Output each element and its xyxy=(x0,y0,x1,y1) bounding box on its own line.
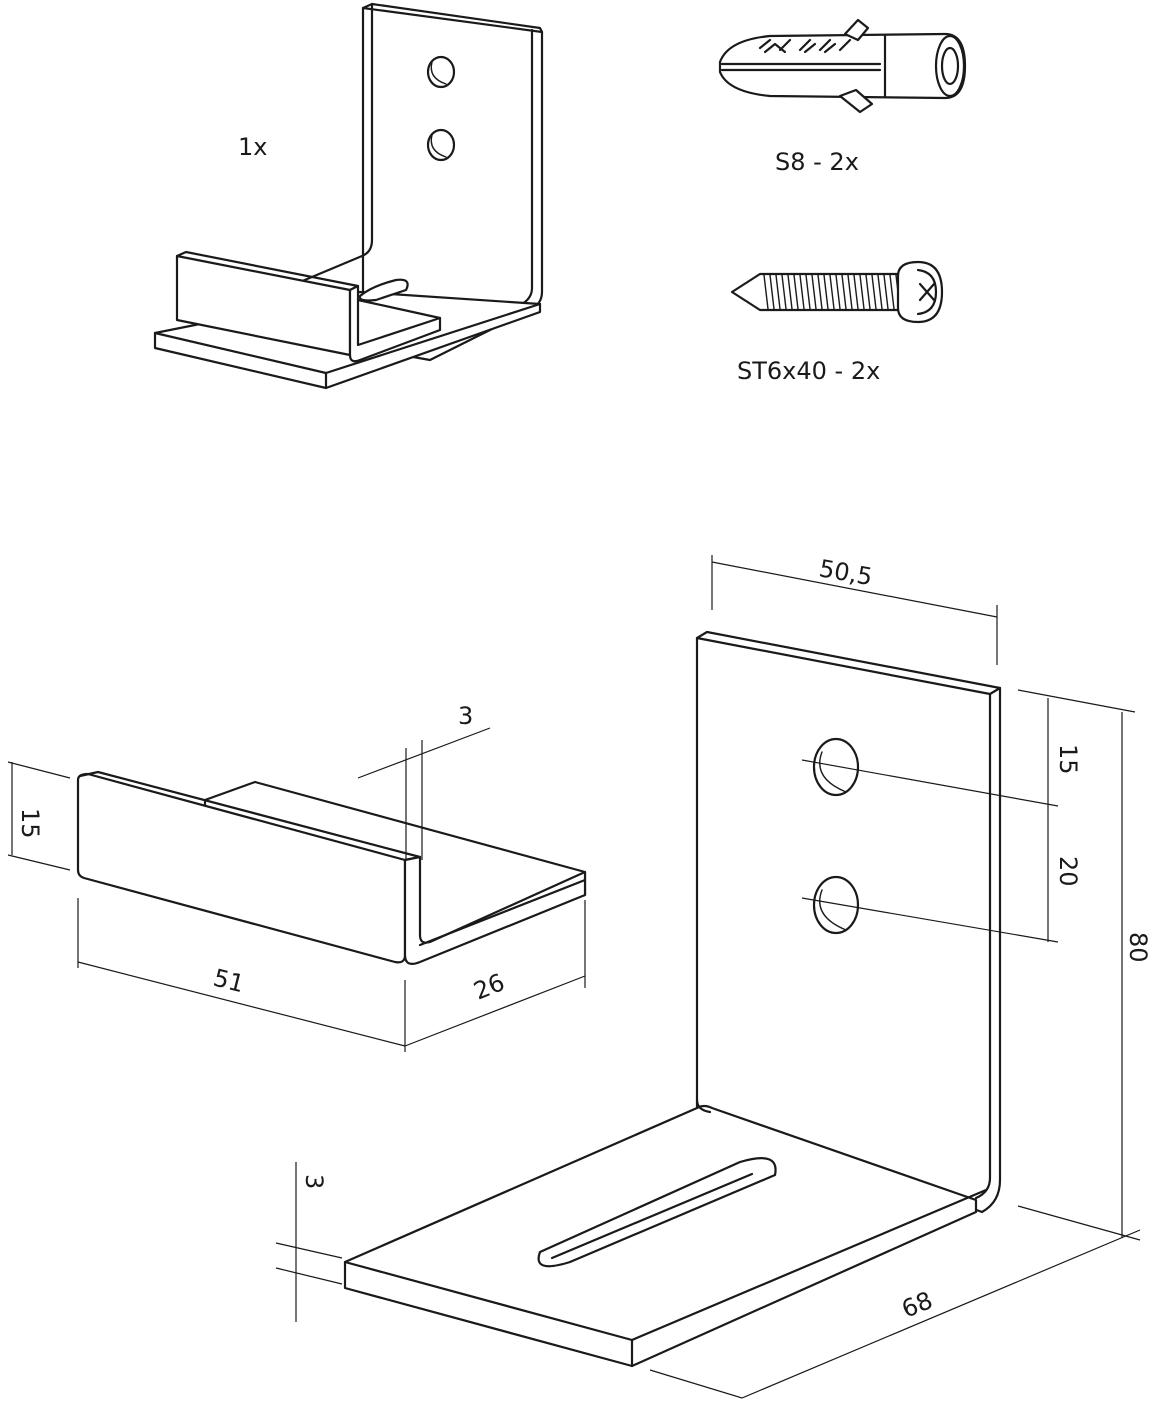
dim-base-thickness: 3 xyxy=(300,1174,328,1189)
screw-thread xyxy=(793,274,799,310)
dim-hole-offset: 15 xyxy=(1054,744,1082,775)
dim-guide-height: 15 xyxy=(16,808,44,839)
dim-bracket-height: 80 xyxy=(1124,932,1152,963)
floor-guide-part xyxy=(76,770,587,965)
screw-thread xyxy=(877,274,883,310)
screw-thread xyxy=(829,274,835,310)
screw-thread xyxy=(769,274,775,310)
screw-label: ST6x40 - 2x xyxy=(737,357,880,385)
screw-thread xyxy=(799,274,805,310)
screw-thread xyxy=(817,274,823,310)
screw-thread xyxy=(847,274,853,310)
dim-guide-thickness: 3 xyxy=(458,702,473,730)
screw-thread xyxy=(805,274,811,310)
screw-thread xyxy=(781,274,787,310)
screw-thread xyxy=(889,274,895,310)
screw-thread xyxy=(883,274,889,310)
screw-thread xyxy=(841,274,847,310)
screw-thread xyxy=(787,274,793,310)
bracket-quantity: 1x xyxy=(238,133,267,161)
dim-bracket-width: 50,5 xyxy=(817,554,874,591)
bracket-part xyxy=(343,630,1002,1368)
screw-illustration xyxy=(730,260,944,324)
guide-dimension-lines xyxy=(7,727,586,1052)
bracket-assembly-illustration xyxy=(153,2,544,390)
dim-guide-length: 51 xyxy=(211,964,247,999)
screw-thread xyxy=(811,274,817,310)
screw-thread xyxy=(763,274,769,310)
screw-thread xyxy=(853,274,859,310)
bracket-dimension-lines xyxy=(275,555,1141,1399)
dim-hole-spacing: 20 xyxy=(1054,856,1082,887)
screw-thread xyxy=(871,274,877,310)
dim-guide-width: 26 xyxy=(470,968,509,1005)
screw-thread xyxy=(823,274,829,310)
wall-anchor-illustration xyxy=(718,18,967,114)
screw-thread xyxy=(865,274,871,310)
screw-thread xyxy=(775,274,781,310)
anchor-label: S8 - 2x xyxy=(775,148,859,176)
screw-thread xyxy=(859,274,865,310)
screw-thread xyxy=(835,274,841,310)
